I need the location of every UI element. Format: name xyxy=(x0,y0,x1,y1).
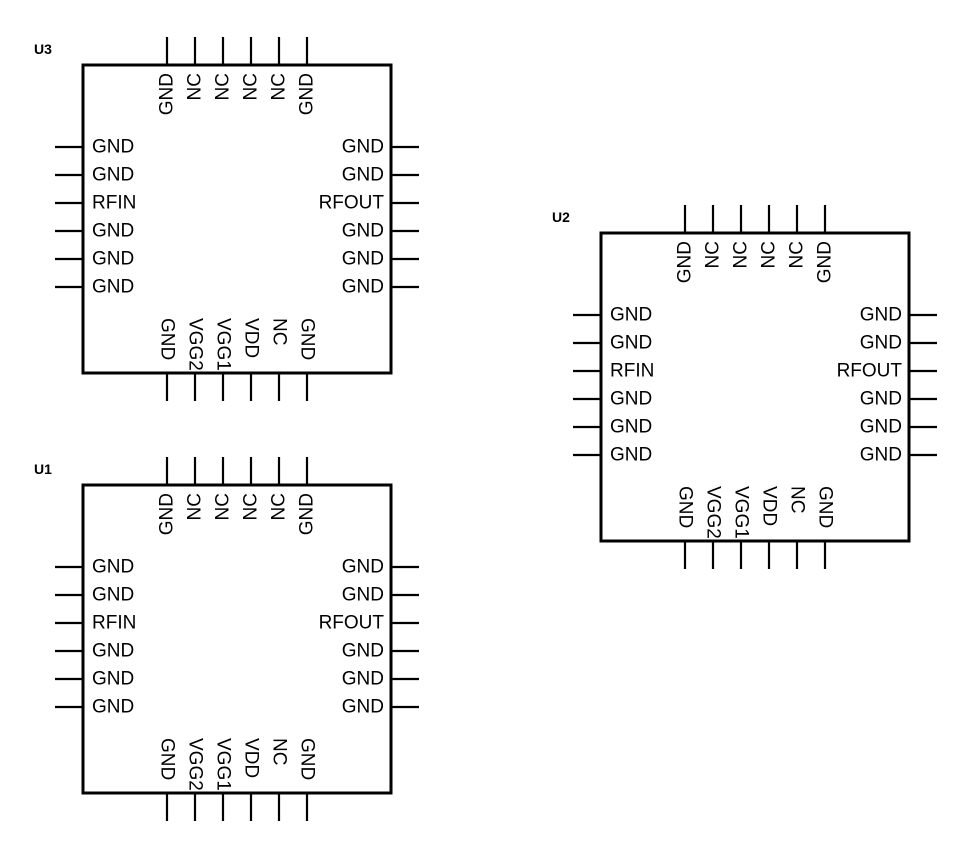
pin-label-left: GND xyxy=(610,445,652,466)
pin-label-top: GND xyxy=(157,493,178,535)
pin-label-right: GND xyxy=(860,389,902,410)
pin-label-top: NC xyxy=(185,493,206,520)
pin-label-top: NC xyxy=(269,73,290,100)
pin-label-right: GND xyxy=(860,445,902,466)
pin-label-bottom: NC xyxy=(269,318,290,345)
pin-label-left: GND xyxy=(92,165,134,186)
pin-label-left: RFIN xyxy=(92,613,136,634)
pin-label-right: RFOUT xyxy=(319,613,385,634)
pin-label-right: GND xyxy=(342,137,384,158)
pin-label-left: RFIN xyxy=(92,193,136,214)
pin-label-bottom: VGG1 xyxy=(213,318,234,371)
pin-label-right: RFOUT xyxy=(837,361,903,382)
component-ref: U1 xyxy=(34,461,52,477)
pin-label-bottom: VDD xyxy=(759,486,780,526)
pin-label-top: GND xyxy=(157,73,178,115)
pin-label-bottom: VDD xyxy=(241,738,262,778)
pin-label-left: GND xyxy=(92,641,134,662)
pin-label-left: GND xyxy=(92,585,134,606)
pin-label-top: NC xyxy=(703,241,724,268)
pin-label-bottom: VGG1 xyxy=(213,738,234,791)
pin-label-top: NC xyxy=(787,241,808,268)
pin-label-left: GND xyxy=(610,417,652,438)
pin-label-left: GND xyxy=(92,221,134,242)
component-ref: U2 xyxy=(552,209,570,225)
pin-label-right: GND xyxy=(342,277,384,298)
pin-label-bottom: GND xyxy=(297,738,318,780)
pin-label-top: NC xyxy=(241,493,262,520)
pin-label-right: GND xyxy=(342,165,384,186)
pin-label-bottom: VGG2 xyxy=(703,486,724,539)
pin-label-top: NC xyxy=(731,241,752,268)
pin-label-bottom: VDD xyxy=(241,318,262,358)
pin-label-top: GND xyxy=(815,241,836,283)
pin-label-bottom: GND xyxy=(675,486,696,528)
pin-label-left: GND xyxy=(610,333,652,354)
component-u1[interactable]: U1 GND NC NC NC NC GND GND VGG2 VGG1 VDD NC GND GND G… xyxy=(34,457,419,821)
pin-label-bottom: GND xyxy=(297,318,318,360)
pin-label-right: GND xyxy=(342,585,384,606)
ic-body xyxy=(81,483,393,795)
pin-label-bottom: VGG2 xyxy=(185,738,206,791)
pin-label-top: GND xyxy=(297,493,318,535)
pin-label-right: GND xyxy=(860,333,902,354)
pin-label-left: GND xyxy=(92,557,134,578)
pin-label-right: GND xyxy=(342,669,384,690)
pin-label-bottom: VGG2 xyxy=(185,318,206,371)
pin-label-bottom: GND xyxy=(815,486,836,528)
pin-label-top: NC xyxy=(213,493,234,520)
pin-label-right: GND xyxy=(342,697,384,718)
pin-label-left: GND xyxy=(610,389,652,410)
pin-label-top: NC xyxy=(213,73,234,100)
pin-label-bottom: VGG1 xyxy=(731,486,752,539)
component-u3[interactable]: U3 GND NC NC NC NC GND GND VGG2 VGG1 VDD NC GND GND G… xyxy=(34,37,419,401)
pin-label-left: GND xyxy=(610,305,652,326)
pin-label-right: GND xyxy=(342,641,384,662)
pin-label-left: RFIN xyxy=(610,361,654,382)
pin-label-right: GND xyxy=(342,557,384,578)
component-ref: U3 xyxy=(34,41,52,57)
component-u2[interactable]: U2 GND NC NC NC NC GND GND VGG2 VGG1 VDD NC GND GND G… xyxy=(552,205,937,569)
ic-body xyxy=(81,63,393,375)
ic-body xyxy=(599,231,911,543)
pin-label-left: GND xyxy=(92,277,134,298)
pin-label-bottom: GND xyxy=(157,318,178,360)
pin-label-top: NC xyxy=(269,493,290,520)
pin-label-right: GND xyxy=(860,417,902,438)
pin-label-top: GND xyxy=(675,241,696,283)
pin-label-bottom: NC xyxy=(269,738,290,765)
pin-label-left: GND xyxy=(92,669,134,690)
pin-label-top: NC xyxy=(759,241,780,268)
pin-label-left: GND xyxy=(92,137,134,158)
pin-label-right: RFOUT xyxy=(319,193,385,214)
pin-label-bottom: GND xyxy=(157,738,178,780)
pin-label-top: GND xyxy=(297,73,318,115)
pin-label-right: GND xyxy=(342,249,384,270)
pin-label-left: GND xyxy=(92,697,134,718)
pin-label-bottom: NC xyxy=(787,486,808,513)
pin-label-left: GND xyxy=(92,249,134,270)
pin-label-right: GND xyxy=(860,305,902,326)
pin-label-top: NC xyxy=(185,73,206,100)
pin-label-top: NC xyxy=(241,73,262,100)
pin-label-right: GND xyxy=(342,221,384,242)
